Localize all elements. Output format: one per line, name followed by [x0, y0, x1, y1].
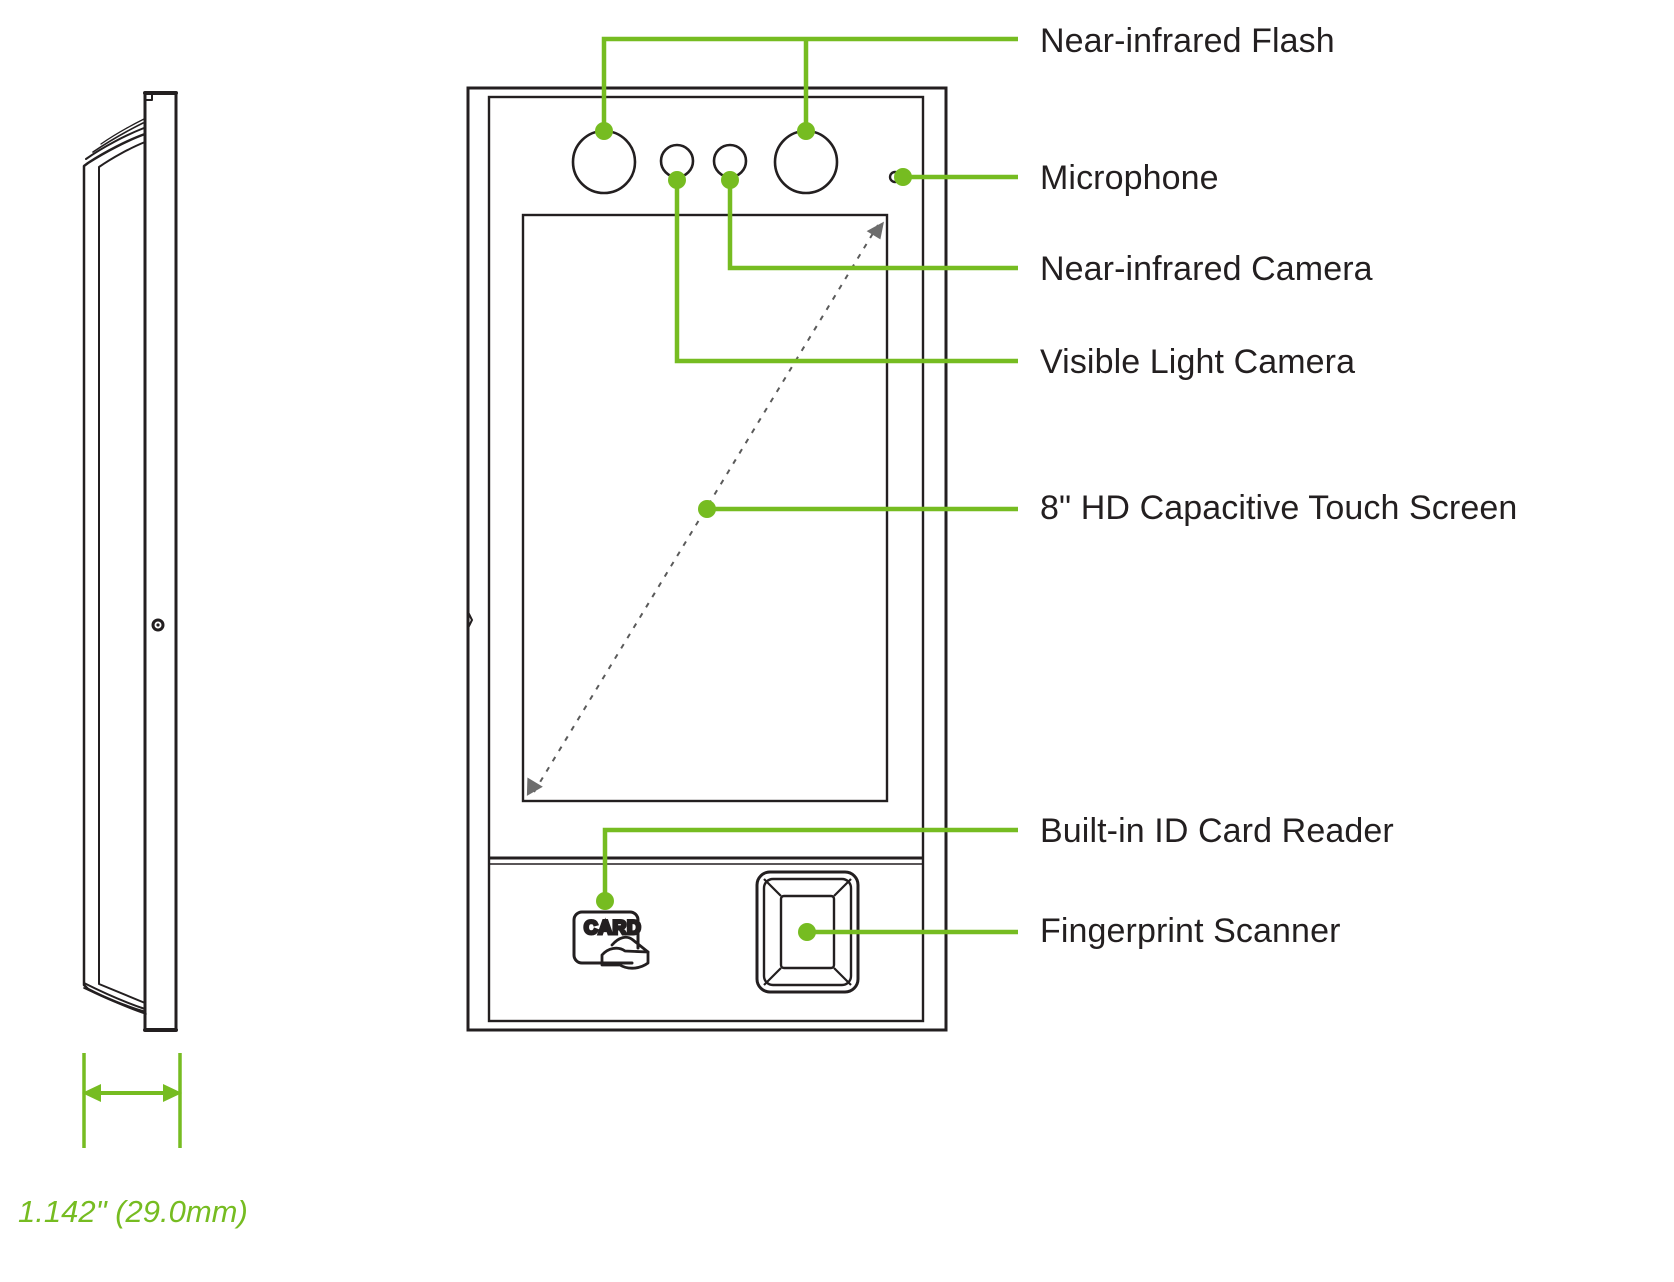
depth-dimension-label: 1.142" (29.0mm)	[18, 1194, 248, 1229]
front-view-group: CARD	[466, 86, 948, 1032]
side-top-bevel-3	[100, 118, 145, 145]
dot-card-reader	[596, 892, 614, 910]
front-outer-body	[466, 86, 948, 1032]
screen-diagonal-dashed-line	[533, 224, 879, 793]
dot-flash-left	[595, 122, 613, 140]
card-reader-card-shape	[572, 910, 640, 965]
callout-dots-group	[595, 122, 912, 941]
dot-nir-camera	[721, 171, 739, 189]
dimension-arrowhead-left	[82, 1084, 101, 1102]
side-top-notch	[144, 92, 153, 101]
depth-dimension-group	[82, 1053, 182, 1148]
callout-label-near-infrared-flash: Near-infrared Flash	[1040, 22, 1335, 60]
side-front-panel-outline	[82, 132, 147, 1014]
callout-leaders-group	[601, 36, 1018, 935]
side-top-bevel-2	[92, 122, 144, 153]
fingerprint-bevel-corners	[763, 878, 852, 986]
leader-visible-camera	[674, 180, 1018, 364]
side-view-group	[82, 91, 178, 1032]
dimension-arrowhead-right	[163, 1084, 182, 1102]
callout-label-fingerprint-scanner: Fingerprint Scanner	[1040, 912, 1341, 950]
leader-flash-left	[601, 36, 1018, 130]
screen-diagonal-arrow-top	[866, 221, 884, 240]
side-body-slab	[143, 91, 178, 1032]
dot-fingerprint	[798, 923, 816, 941]
leader-card-reader	[602, 827, 1018, 900]
card-reader-caption: CARD	[584, 918, 641, 939]
side-bottom-bevel-1	[83, 982, 146, 1010]
front-inner-bezel	[487, 95, 925, 1023]
callout-label-near-infrared-camera: Near-infrared Camera	[1040, 250, 1373, 288]
dot-visible-camera	[668, 171, 686, 189]
card-reader-icon	[572, 910, 650, 970]
card-reader-hand-top	[610, 935, 650, 954]
leader-nir-camera	[727, 180, 1018, 271]
dot-microphone	[894, 168, 912, 186]
callout-label-visible-light-camera: Visible Light Camera	[1040, 343, 1356, 381]
callout-label-touch-screen: 8" HD Capacitive Touch Screen	[1040, 489, 1518, 527]
side-pinhole-outer	[151, 618, 165, 632]
side-bottom-bevel-2	[83, 987, 147, 1015]
dot-flash-right	[797, 122, 815, 140]
screen-diagonal-arrow-bottom	[526, 777, 543, 796]
card-reader-hand-body	[600, 946, 650, 970]
side-pinhole-inner	[156, 623, 160, 627]
right-flash-lens	[773, 129, 839, 195]
front-left-edge-tick	[467, 611, 474, 629]
callout-label-microphone: Microphone	[1040, 159, 1219, 197]
side-front-panel-inner-edge	[98, 141, 146, 1004]
left-flash-lens	[571, 129, 637, 195]
side-top-bevel-1	[85, 127, 145, 160]
callout-label-id-card-reader: Built-in ID Card Reader	[1040, 812, 1394, 850]
dot-touch-screen	[698, 500, 716, 518]
